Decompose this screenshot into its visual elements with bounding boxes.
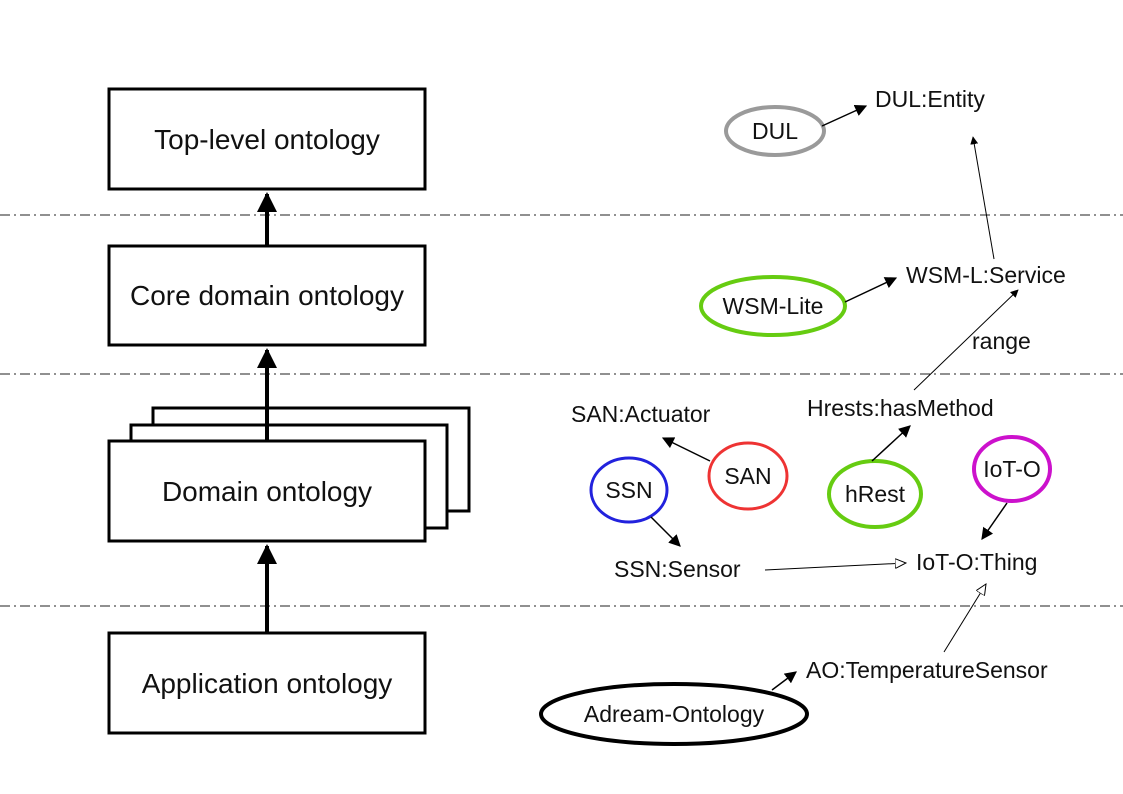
adream-label: Adream-Ontology bbox=[584, 701, 765, 727]
arrow-hrest-to-hasmethod bbox=[871, 425, 911, 462]
iot-thing-label: IoT-O:Thing bbox=[916, 549, 1037, 575]
arrow-wsmlite-to-service bbox=[844, 277, 898, 303]
dul-node: DUL bbox=[724, 105, 826, 157]
core-domain-box: Core domain ontology bbox=[107, 244, 427, 347]
hrests-has-method-label: Hrests:hasMethod bbox=[807, 395, 994, 421]
hrest-label: hRest bbox=[845, 481, 906, 507]
arrow-adream-to-tempsensor bbox=[771, 671, 797, 691]
iot-o-label: IoT-O bbox=[983, 456, 1041, 482]
core-domain-label: Core domain ontology bbox=[130, 280, 404, 311]
layer-separators bbox=[0, 214, 1123, 607]
wsm-lite-node: WSM-Lite bbox=[699, 275, 847, 337]
application-box: Application ontology bbox=[107, 631, 427, 735]
domain-label: Domain ontology bbox=[162, 476, 372, 507]
san-actuator-label: SAN:Actuator bbox=[571, 401, 711, 427]
arrow-hasmethod-range-service bbox=[913, 289, 1019, 391]
subclass-arrow-sensor-to-thing bbox=[764, 563, 906, 571]
application-label: Application ontology bbox=[142, 668, 393, 699]
dul-label: DUL bbox=[752, 118, 798, 144]
arrow-service-to-entity bbox=[970, 136, 995, 260]
domain-box-front bbox=[107, 439, 427, 543]
wsm-service-label: WSM-L:Service bbox=[906, 262, 1066, 288]
adream-ontology-node: Adream-Ontology bbox=[539, 682, 809, 746]
iot-o-node: IoT-O bbox=[972, 435, 1052, 503]
arrow-iot-o-to-thing bbox=[981, 502, 1008, 540]
arrow-dul-to-entity bbox=[821, 105, 868, 127]
ssn-label: SSN bbox=[605, 477, 652, 503]
subclass-arrow-tempsensor-to-thing bbox=[943, 584, 986, 653]
ssn-node: SSN bbox=[589, 456, 669, 524]
arrow-san-to-actuator bbox=[661, 437, 711, 462]
range-label: range bbox=[972, 328, 1031, 354]
wsm-lite-label: WSM-Lite bbox=[723, 293, 824, 319]
ssn-sensor-label: SSN:Sensor bbox=[614, 556, 741, 582]
san-label: SAN bbox=[724, 463, 771, 489]
hrest-node: hRest bbox=[827, 459, 923, 529]
san-node: SAN bbox=[707, 441, 789, 511]
domain-box-stack: Domain ontology bbox=[107, 406, 471, 543]
dul-entity-label: DUL:Entity bbox=[875, 86, 985, 112]
arrow-ssn-to-sensor bbox=[650, 516, 681, 547]
ao-temperature-sensor-label: AO:TemperatureSensor bbox=[806, 657, 1048, 683]
top-level-box: Top-level ontology bbox=[107, 87, 427, 191]
top-level-label: Top-level ontology bbox=[154, 124, 380, 155]
